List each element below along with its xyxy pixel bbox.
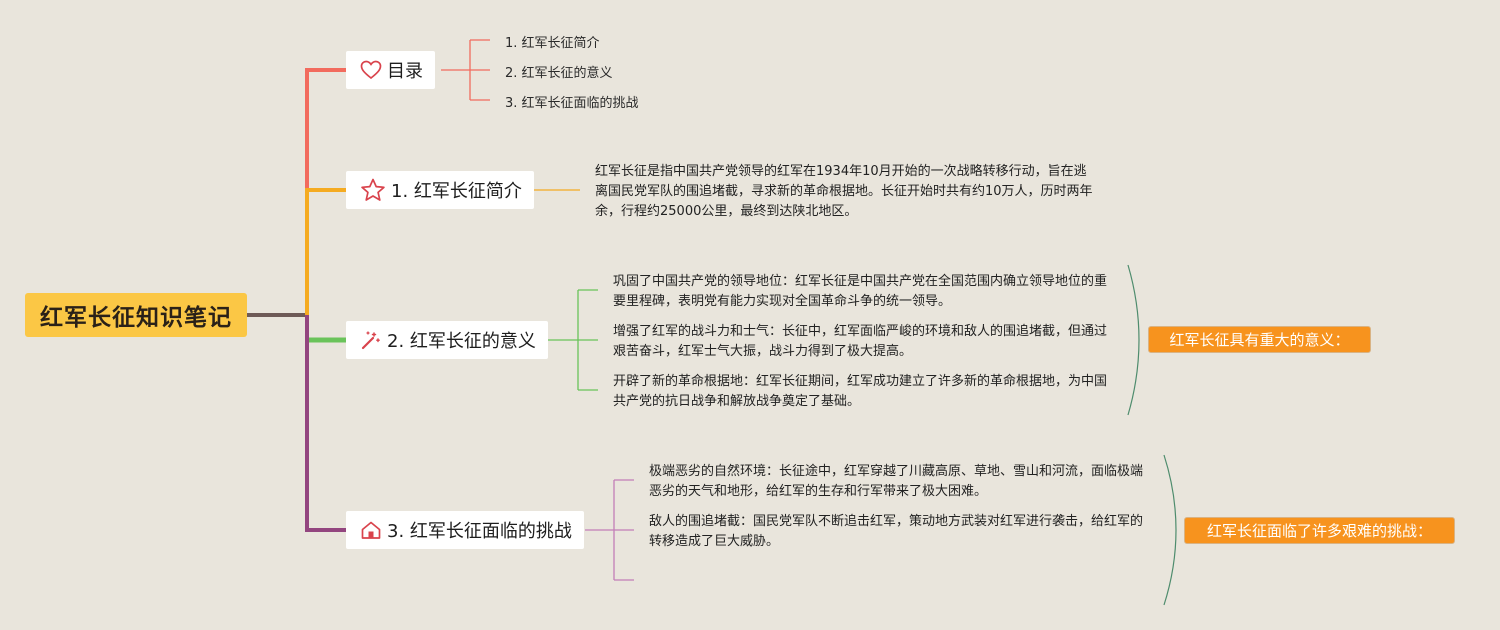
branch2-topic[interactable]: 2. 红军长征的意义 <box>346 321 548 359</box>
branch3-label: 3. 红军长征面临的挑战 <box>387 521 572 542</box>
branch2-label: 2. 红军长征的意义 <box>387 331 536 352</box>
toc-connector <box>305 68 347 315</box>
branch2-summary[interactable]: 红军长征具有重大的意义： <box>1148 326 1371 353</box>
branch2-point-2[interactable]: 增强了红军的战斗力和士气：长征中，红军面临严峻的环境和敌人的围追堵截，但通过艰苦… <box>613 324 1108 359</box>
heart-icon <box>360 60 382 80</box>
root-topic[interactable]: 红军长征知识笔记 <box>25 293 247 337</box>
toc-item-3[interactable]: 3. 红军长征面临的挑战 <box>505 96 639 111</box>
home-icon <box>361 521 381 539</box>
branch2-point-connectors <box>548 289 598 391</box>
toc-item-connectors <box>441 39 490 101</box>
root-title: 红军长征知识笔记 <box>40 305 232 331</box>
branch3-topic[interactable]: 3. 红军长征面临的挑战 <box>346 511 584 549</box>
branch2-point-3[interactable]: 开辟了新的革命根据地：红军长征期间，红军成功建立了许多新的革命根据地，为中国共产… <box>613 374 1108 409</box>
branch1-text[interactable]: 红军长征是指中国共产党领导的红军在1934年10月开始的一次战略转移行动，旨在逃… <box>595 164 1093 219</box>
magic-wand-icon <box>361 331 380 350</box>
toc-label: 目录 <box>387 61 423 82</box>
branch2-point-1[interactable]: 巩固了中国共产党的领导地位：红军长征是中国共产党在全国范围内确立领导地位的重要里… <box>613 274 1108 309</box>
branch3-point-1[interactable]: 极端恶劣的自然环境：长征途中，红军穿越了川藏高原、草地、雪山和河流，面临极端恶劣… <box>649 464 1144 499</box>
branch3-summary[interactable]: 红军长征面临了许多艰难的挑战： <box>1184 517 1455 544</box>
branch1-connector <box>305 188 347 315</box>
branch3-summary-text: 红军长征面临了许多艰难的挑战： <box>1206 522 1432 540</box>
branch3-connector <box>305 315 347 532</box>
toc-topic[interactable]: 目录 <box>346 51 435 89</box>
branch2-summary-brace <box>1127 264 1140 416</box>
toc-item-1[interactable]: 1. 红军长征简介 <box>505 36 600 51</box>
branch1-topic[interactable]: 1. 红军长征简介 <box>346 171 534 209</box>
toc-item-2[interactable]: 2. 红军长征的意义 <box>505 66 613 81</box>
branch3-point-connectors <box>585 479 634 581</box>
branch3-point-2[interactable]: 敌人的围追堵截：国民党军队不断追击红军，策动地方武装对红军进行袭击，给红军的转移… <box>649 514 1144 549</box>
branch1-label: 1. 红军长征简介 <box>391 181 522 202</box>
branch2-summary-text: 红军长征具有重大的意义： <box>1169 331 1350 349</box>
star-icon <box>361 178 385 201</box>
branch3-summary-brace <box>1163 454 1177 606</box>
